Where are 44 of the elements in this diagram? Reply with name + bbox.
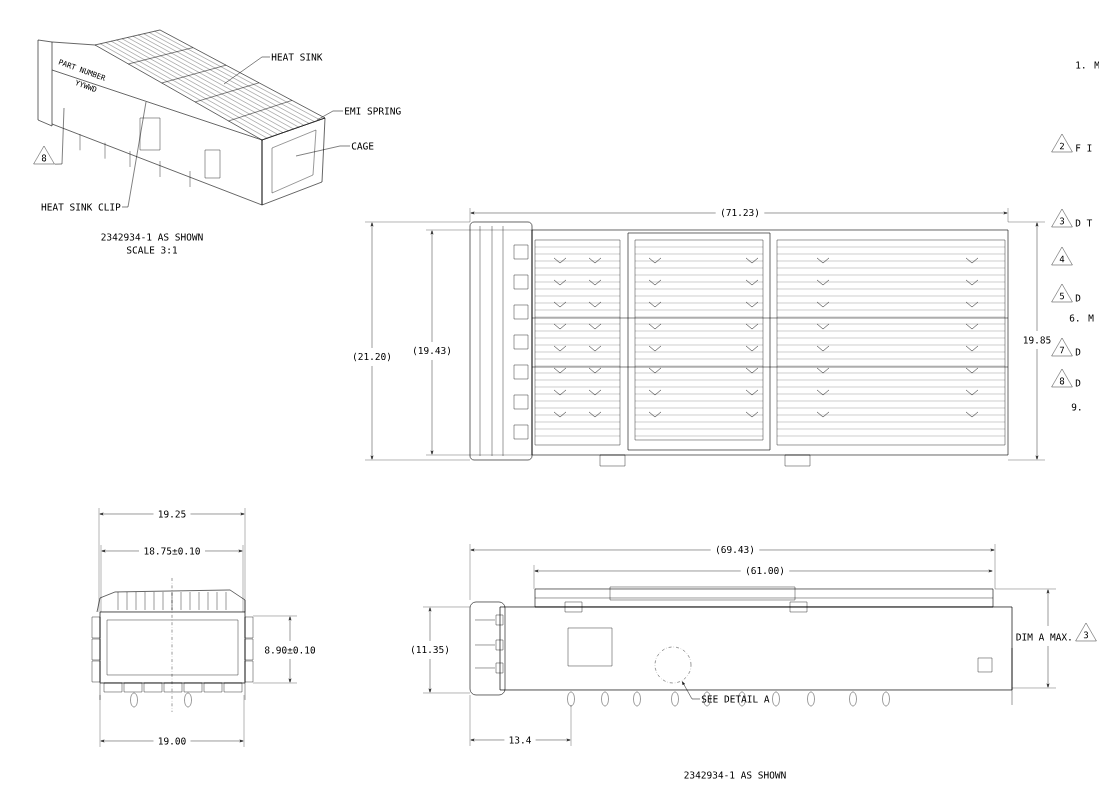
dimension-value: 13.4 xyxy=(509,736,531,744)
note-text: D xyxy=(1075,294,1081,302)
note-flag: 7 xyxy=(1051,337,1073,357)
dimension-value: 18.75±0.10 xyxy=(144,547,200,555)
note-text: D T xyxy=(1075,219,1093,227)
dimension-value: (69.43) xyxy=(717,545,753,555)
note-flag: 2 xyxy=(1051,133,1073,153)
leader-line xyxy=(316,110,344,121)
dimension-value: (71.23) xyxy=(722,208,758,218)
note-text: 6. M xyxy=(1069,314,1094,322)
dimension-value: 19.00 xyxy=(158,737,186,745)
leader-line xyxy=(223,56,271,85)
view-caption: SCALE 3:1 xyxy=(127,246,177,254)
dimension-value: (11.35) xyxy=(412,645,448,655)
callout-label: EMI SPRING xyxy=(345,107,401,115)
dimension-value: (61.00) xyxy=(747,566,783,576)
callout-label: SEE DETAIL A xyxy=(701,695,770,703)
leader-line xyxy=(682,681,701,700)
note-flag: 4 xyxy=(1051,246,1073,266)
note-flag: 3 xyxy=(1075,622,1097,642)
dimension-value: 8.90±0.10 xyxy=(265,646,315,654)
dimension-value: 19.85 xyxy=(1023,336,1051,344)
note-text: F I xyxy=(1076,144,1092,152)
view-caption: 2342934-1 AS SHOWN xyxy=(101,233,203,241)
note-text: 1. M xyxy=(1076,61,1099,69)
note-flag: 8 xyxy=(1051,368,1073,388)
leader-line xyxy=(121,101,147,208)
dimension-value: (19.43) xyxy=(414,346,450,356)
leader-line xyxy=(295,145,351,157)
note-flag: 5 xyxy=(1051,283,1073,303)
note-text: DIM A MAX. xyxy=(1016,633,1071,641)
note-text: 9. xyxy=(1071,403,1081,411)
callout-label: HEAT SINK xyxy=(271,53,323,61)
dimension-value: 19.25 xyxy=(158,510,186,518)
callout-label: CAGE xyxy=(351,142,374,150)
note-text: D xyxy=(1075,348,1081,356)
view-caption: 2342934-1 AS SHOWN xyxy=(684,771,786,779)
note-text: D xyxy=(1075,379,1081,387)
note-flag: 8 xyxy=(33,145,55,165)
detail-circle xyxy=(654,646,692,684)
dimension-value: (21.20) xyxy=(354,352,390,362)
callout-label: HEAT SINK CLIP xyxy=(41,203,121,211)
note-flag: 3 xyxy=(1051,208,1073,228)
leader-line xyxy=(54,107,65,165)
